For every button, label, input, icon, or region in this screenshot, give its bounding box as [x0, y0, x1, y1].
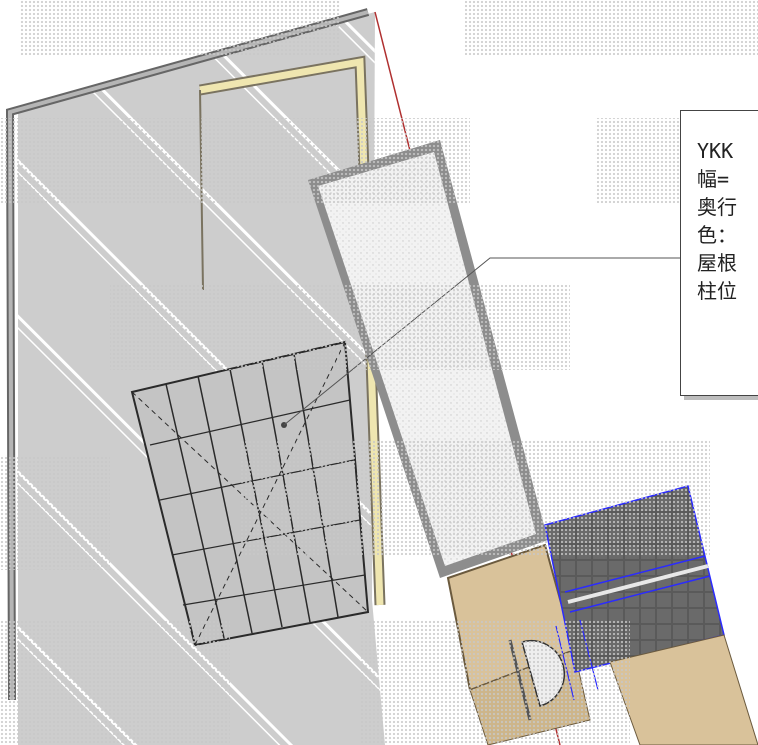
product-callout-box: YKK 幅= 奥行 色： 屋根 柱位: [680, 110, 758, 396]
callout-line-width: 幅=: [697, 167, 730, 191]
callout-line-color: 色：: [697, 223, 737, 247]
callout-line-post: 柱位: [697, 279, 737, 303]
callout-line-maker: YKK: [697, 139, 734, 163]
callout-line-depth: 奥行: [697, 195, 737, 219]
accent-wall-fill: [199, 57, 384, 606]
callout-line-roof: 屋根: [697, 251, 737, 275]
